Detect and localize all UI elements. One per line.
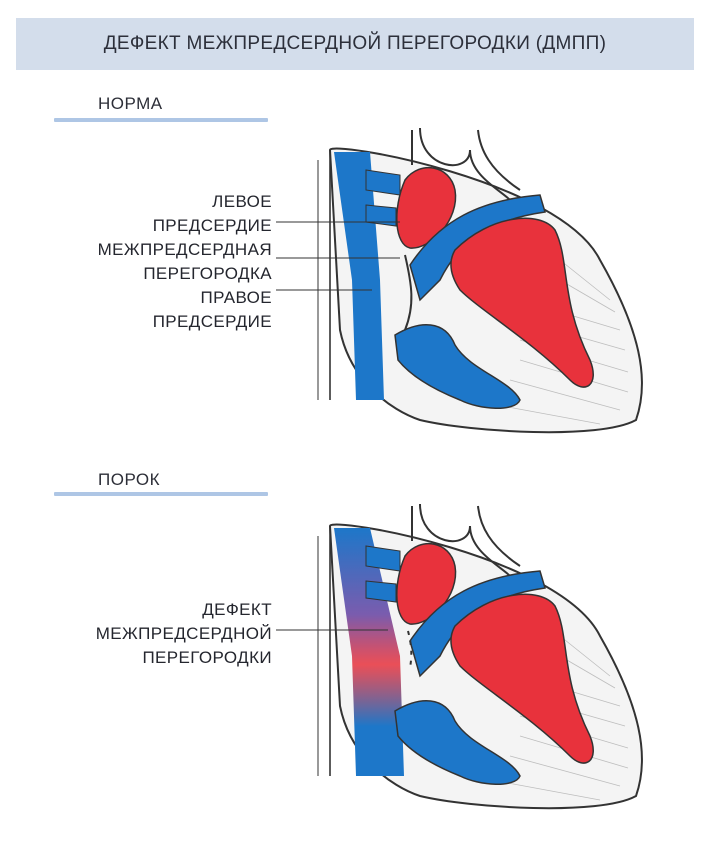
label-septal-defect-line3: ПЕРЕГОРОДКИ (142, 648, 272, 667)
right-ventricle-defect (394, 700, 521, 785)
label-right-atrium: ПРАВОЕ ПРЕДСЕРДИЕ (153, 286, 272, 334)
aorta-defect (419, 503, 511, 577)
label-septal-defect-line1: ДЕФЕКТ (202, 600, 272, 619)
label-atrial-septum-line2: ПЕРЕГОРОДКА (143, 264, 272, 283)
left-ventricle-normal (450, 217, 594, 388)
section-rule-defect (54, 492, 268, 496)
label-septal-defect-line2: МЕЖПРЕДСЕРДНОЙ (95, 624, 272, 643)
label-right-atrium-line2: ПРЕДСЕРДИЕ (152, 312, 272, 331)
section-label-defect: ПОРОК (98, 470, 161, 489)
section-label-normal: НОРМА (98, 94, 163, 113)
label-left-atrium-line2: ПРЕДСЕРДИЕ (152, 216, 272, 235)
left-ventricle-defect (450, 593, 594, 764)
label-atrial-septum: МЕЖПРЕДСЕРДНАЯ ПЕРЕГОРОДКА (98, 238, 272, 286)
label-septal-defect: ДЕФЕКТ МЕЖПРЕДСЕРДНОЙ ПЕРЕГОРОДКИ (96, 598, 272, 670)
aorta-normal (419, 127, 511, 201)
title-banner: ДЕФЕКТ МЕЖПРЕДСЕРДНОЙ ПЕРЕГОРОДКИ (ДМПП) (16, 18, 694, 70)
label-right-atrium-line1: ПРАВОЕ (200, 288, 272, 307)
atrial-septum-normal (404, 254, 413, 331)
heart-defect (276, 503, 643, 810)
page-title: ДЕФЕКТ МЕЖПРЕДСЕРДНОЙ ПЕРЕГОРОДКИ (ДМПП) (103, 33, 607, 54)
heart-normal (276, 127, 643, 434)
vena-cava-defect (334, 528, 404, 776)
right-ventricle-normal (394, 324, 521, 409)
atrial-septum-gap (407, 630, 413, 669)
label-atrial-septum-line1: МЕЖПРЕДСЕРДНАЯ (97, 240, 272, 259)
label-left-atrium-line1: ЛЕВОЕ (212, 192, 272, 211)
section-rule-normal (54, 118, 268, 122)
label-left-atrium: ЛЕВОЕ ПРЕДСЕРДИЕ (153, 190, 272, 238)
